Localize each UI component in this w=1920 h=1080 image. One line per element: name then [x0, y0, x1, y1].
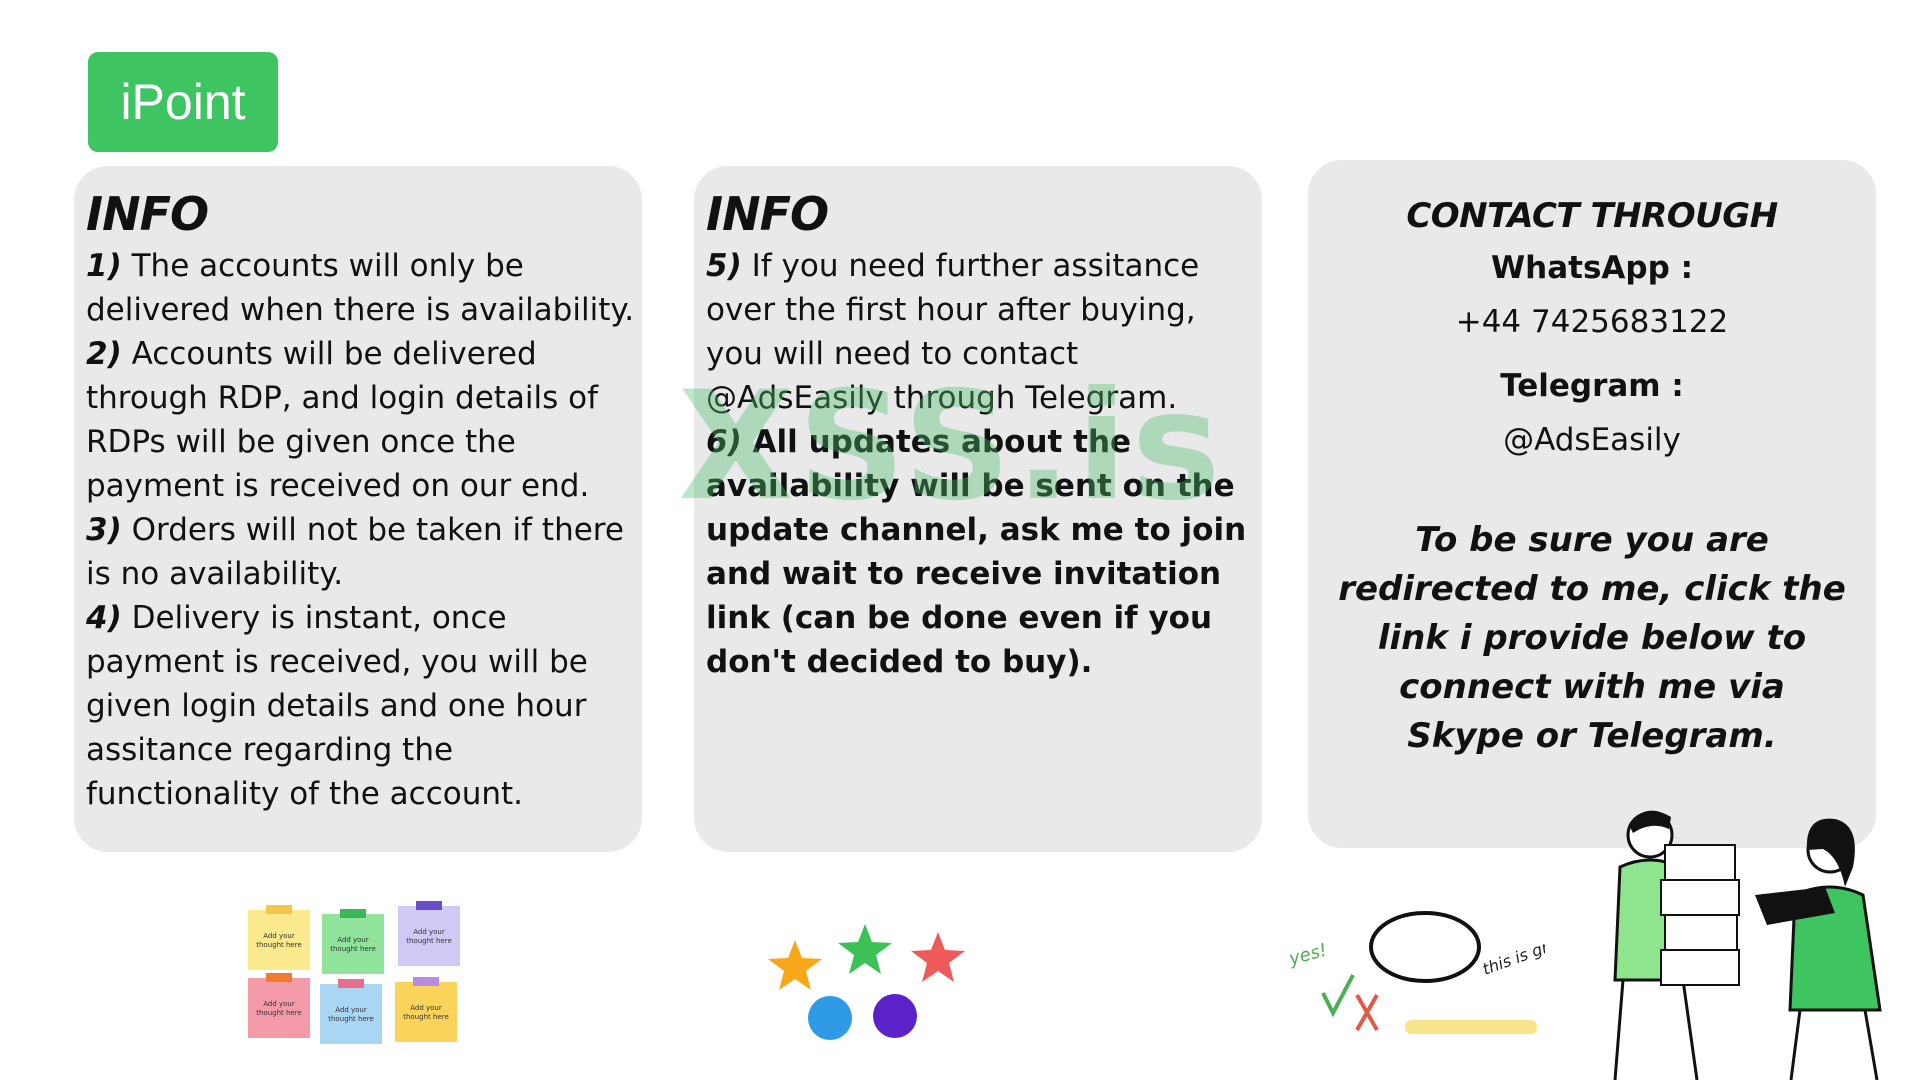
info-item-1: 1) The accounts will only be delivered w… [86, 248, 635, 328]
contact-card: CONTACT THROUGH WhatsApp : +44 742568312… [1308, 160, 1876, 848]
sticky-note-text: Add your [413, 928, 445, 936]
doodle-decoration: yes! this is great [1286, 911, 1545, 1034]
info-card-left: INFO 1) The accounts will only be delive… [74, 166, 642, 852]
info-card-title: INFO [706, 187, 829, 241]
info-item-5: 5) If you need further assitance over th… [706, 248, 1200, 416]
info-item-2: 2) Accounts will be delivered through RD… [86, 336, 599, 504]
sticky-note-text: Add your [263, 1000, 295, 1008]
star-icon [911, 932, 965, 982]
sticky-note-text: thought here [256, 941, 302, 949]
contact-title: CONTACT THROUGH [1406, 196, 1778, 236]
sticky-note-text: Add your [335, 1006, 367, 1014]
brand-logo-text: iPoint [120, 74, 246, 130]
redirect-notice: To be sure you are redirected to me, cli… [1338, 520, 1846, 756]
info-card-title: INFO [86, 187, 209, 241]
info-item-4: 4) Delivery is instant, once payment is … [86, 600, 588, 812]
whatsapp-number: +44 7425683122 [1455, 304, 1729, 340]
info-item-3: 3) Orders will not be taken if there is … [86, 512, 624, 592]
stars-decoration [768, 924, 965, 1040]
sticky-note-text: Add your [263, 932, 295, 940]
telegram-label: Telegram : [1500, 368, 1684, 404]
doodle-great-text: this is great [1480, 928, 1545, 979]
sticky-note-text: thought here [256, 1009, 302, 1017]
brand-logo: iPoint [88, 52, 278, 152]
star-icon [768, 940, 822, 990]
sticky-note-text: thought here [330, 945, 376, 953]
check-mark-icon [1321, 974, 1355, 1018]
sticky-note-text: Add your [410, 1004, 442, 1012]
telegram-handle: @AdsEasily [1503, 422, 1681, 458]
dot-icon [873, 994, 917, 1038]
sticky-note-text: Add your [337, 936, 369, 944]
whatsapp-label: WhatsApp : [1490, 250, 1693, 286]
sticky-note-text: thought here [403, 1013, 449, 1021]
dot-icon [808, 996, 852, 1040]
people-illustration [1613, 810, 1882, 1080]
doodle-yes-text: yes! [1286, 940, 1329, 970]
info-item-6: 6) All updates about the availability wi… [706, 424, 1247, 680]
sticky-note-text: thought here [328, 1015, 374, 1023]
cross-mark-icon [1355, 994, 1379, 1031]
sticky-note-text: thought here [406, 937, 452, 945]
info-card-middle: INFO 5) If you need further assitance ov… [694, 166, 1262, 852]
star-icon [838, 924, 892, 974]
